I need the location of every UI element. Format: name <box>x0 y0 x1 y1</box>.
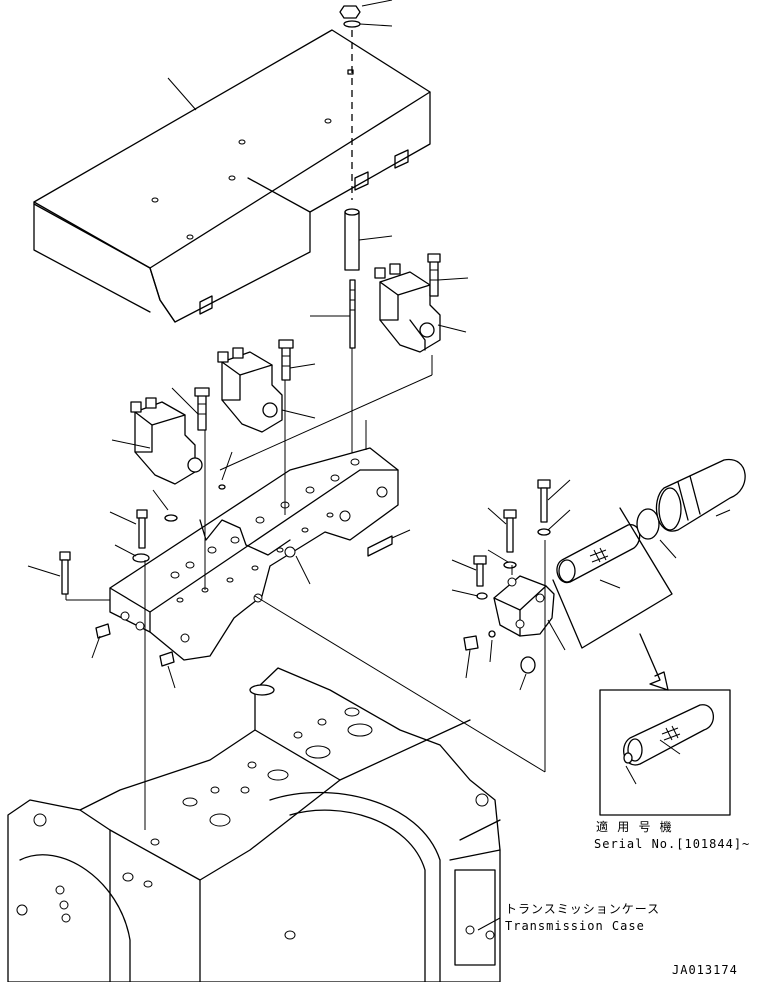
top-fastener-stack <box>340 6 360 470</box>
valve-cover <box>34 30 430 322</box>
filter-assembly <box>464 460 745 690</box>
leader-lines <box>28 0 730 930</box>
serial-label-en: Serial No.[101844]~ <box>594 837 751 851</box>
inset-variant-box <box>600 690 730 815</box>
drawing-code: JA013174 <box>672 963 738 977</box>
valve-body <box>110 448 398 660</box>
transmission-case <box>8 668 500 982</box>
case-label-jp: トランスミッションケース <box>505 902 661 916</box>
serial-label-jp: 適 用 号 機 <box>596 820 673 834</box>
assembly-lines <box>145 355 545 830</box>
solenoid-valve-1 <box>131 388 209 484</box>
solenoid-valve-3 <box>375 254 440 352</box>
solenoid-valve-2 <box>218 340 293 432</box>
case-label-en: Transmission Case <box>505 919 645 933</box>
